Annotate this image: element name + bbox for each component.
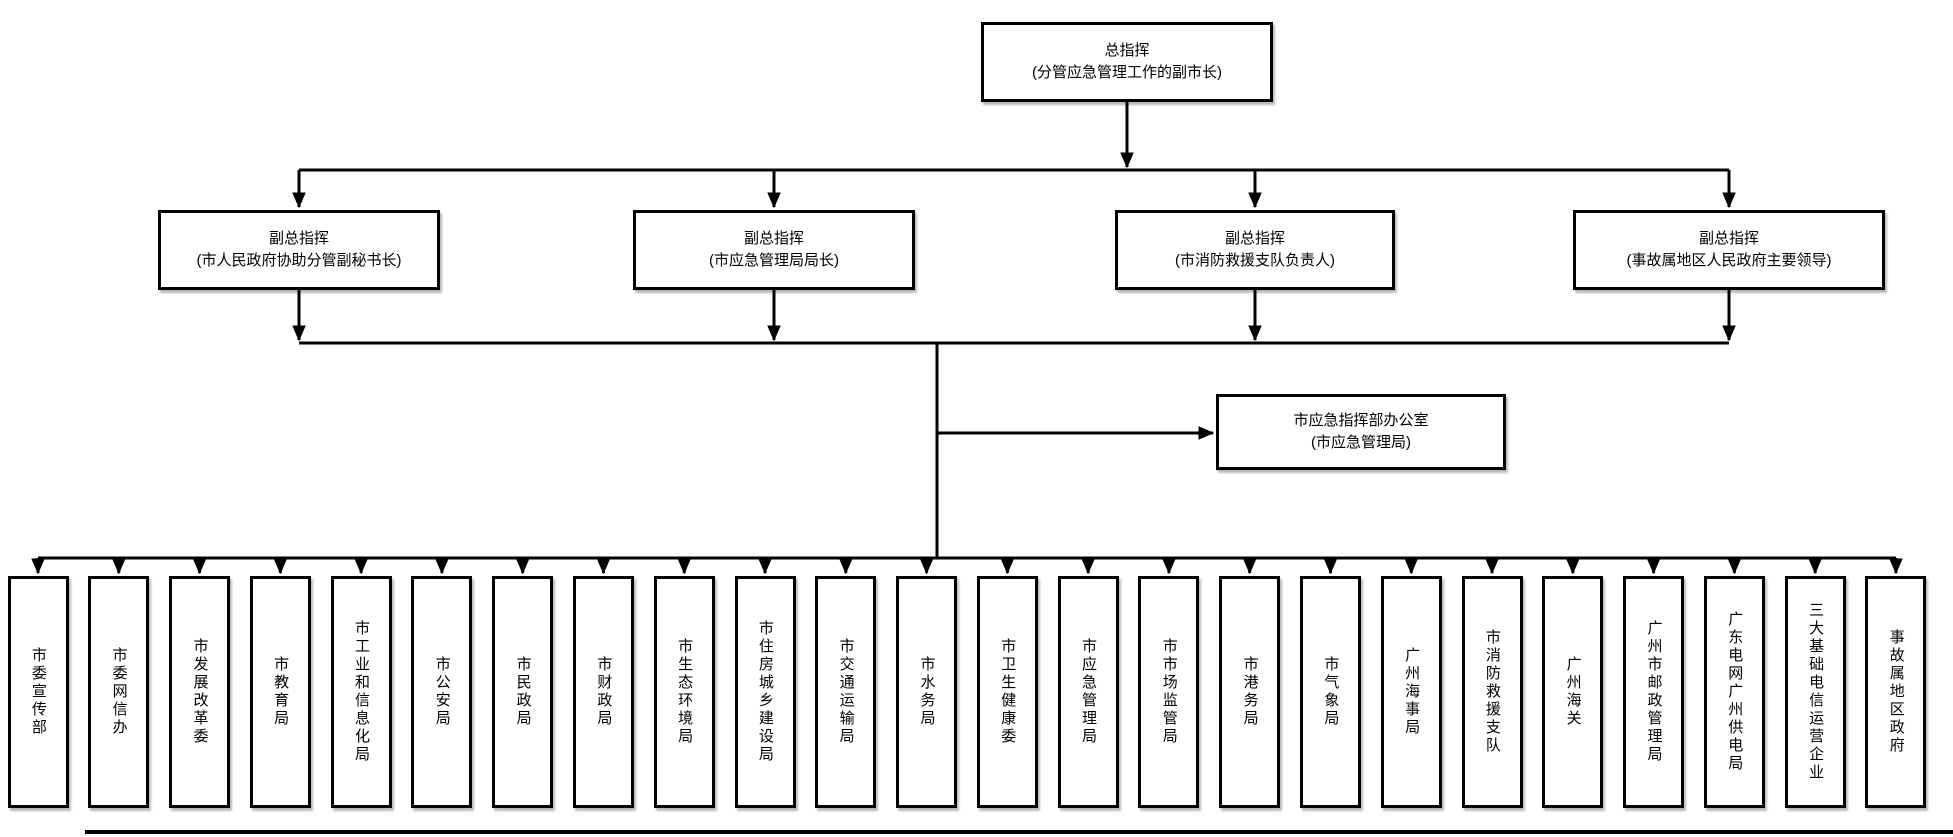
department-box: 市发展改革委 [169, 576, 231, 808]
department-box: 市民政局 [492, 576, 554, 808]
department-box: 市公安局 [411, 576, 473, 808]
department-box: 市住房城乡建设局 [734, 576, 796, 808]
department-label: 市市场监管局 [1160, 638, 1178, 746]
department-label: 广州海关 [1564, 656, 1582, 728]
department-box: 市卫生健康委 [976, 576, 1038, 808]
deputy-title: 副总指挥 [268, 230, 329, 248]
department-box: 广州海事局 [1380, 576, 1442, 808]
deputy-subtitle: (市应急管理局局长) [709, 252, 839, 269]
department-box: 市生态环境局 [653, 576, 715, 808]
department-label: 市应急管理局 [1079, 638, 1097, 746]
department-box: 广州海关 [1542, 576, 1604, 808]
department-label: 市公安局 [433, 656, 451, 728]
department-box: 市消防救援支队 [1461, 576, 1523, 808]
department-box: 广州市邮政管理局 [1623, 576, 1685, 808]
department-box: 市气象局 [1300, 576, 1361, 808]
office-subtitle: (市应急管理局) [1311, 434, 1411, 451]
commander-title: 总指挥 [1104, 42, 1150, 60]
department-box: 市交通运输局 [815, 576, 877, 808]
department-label: 市教育局 [272, 656, 290, 728]
department-label: 市消防救援支队 [1483, 629, 1501, 755]
deputy-title: 副总指挥 [1224, 230, 1285, 248]
office-box: 市应急指挥部办公室 (市应急管理局) [1216, 394, 1506, 470]
department-box: 事故属地区政府 [1865, 576, 1927, 808]
deputy-title: 副总指挥 [743, 230, 804, 248]
department-label: 市气象局 [1322, 656, 1340, 728]
deputy-box: 副总指挥 (市消防救援支队负责人) [1115, 210, 1395, 290]
department-box: 市委宣传部 [7, 576, 69, 808]
department-label: 市水务局 [918, 656, 936, 728]
department-box: 市应急管理局 [1057, 576, 1119, 808]
department-label: 事故属地区政府 [1887, 629, 1905, 755]
deputy-subtitle: (事故属地区人民政府主要领导) [1626, 252, 1832, 269]
department-label: 市卫生健康委 [999, 638, 1017, 746]
department-label: 广东电网广州供电局 [1726, 611, 1744, 773]
department-label: 市工业和信息化局 [352, 620, 370, 764]
department-label: 市交通运输局 [837, 638, 855, 746]
department-box: 市委网信办 [88, 576, 150, 808]
department-label: 广州海事局 [1403, 647, 1421, 737]
bottom-border-line [85, 830, 1953, 834]
department-box: 三大基础电信运营企业 [1784, 576, 1846, 808]
department-box: 市教育局 [249, 576, 311, 808]
deputy-subtitle: (市消防救援支队负责人) [1175, 252, 1335, 269]
department-label: 市委网信办 [110, 647, 128, 737]
department-label: 市住房城乡建设局 [756, 620, 774, 764]
department-label: 三大基础电信运营企业 [1807, 602, 1825, 782]
department-box: 市水务局 [896, 576, 958, 808]
deputy-box: 副总指挥 (事故属地区人民政府主要领导) [1573, 210, 1885, 290]
deputy-subtitle: (市人民政府协助分管副秘书长) [196, 252, 402, 269]
deputy-box: 副总指挥 (市人民政府协助分管副秘书长) [158, 210, 440, 290]
department-label: 市财政局 [595, 656, 613, 728]
department-label: 广州市邮政管理局 [1645, 620, 1663, 764]
office-title: 市应急指挥部办公室 [1293, 412, 1429, 430]
department-label: 市港务局 [1241, 656, 1259, 728]
commander-box: 总指挥 (分管应急管理工作的副市长) [981, 22, 1273, 102]
deputy-box: 副总指挥 (市应急管理局局长) [633, 210, 915, 290]
deputy-title: 副总指挥 [1698, 230, 1759, 248]
department-box: 广东电网广州供电局 [1703, 576, 1765, 808]
department-box: 市市场监管局 [1138, 576, 1200, 808]
department-box: 市工业和信息化局 [330, 576, 392, 808]
department-box: 市财政局 [573, 576, 634, 808]
commander-subtitle: (分管应急管理工作的副市长) [1032, 64, 1222, 81]
department-label: 市民政局 [514, 656, 532, 728]
department-box: 市港务局 [1219, 576, 1281, 808]
department-label: 市生态环境局 [676, 638, 694, 746]
department-label: 市委宣传部 [29, 647, 47, 737]
department-label: 市发展改革委 [191, 638, 209, 746]
